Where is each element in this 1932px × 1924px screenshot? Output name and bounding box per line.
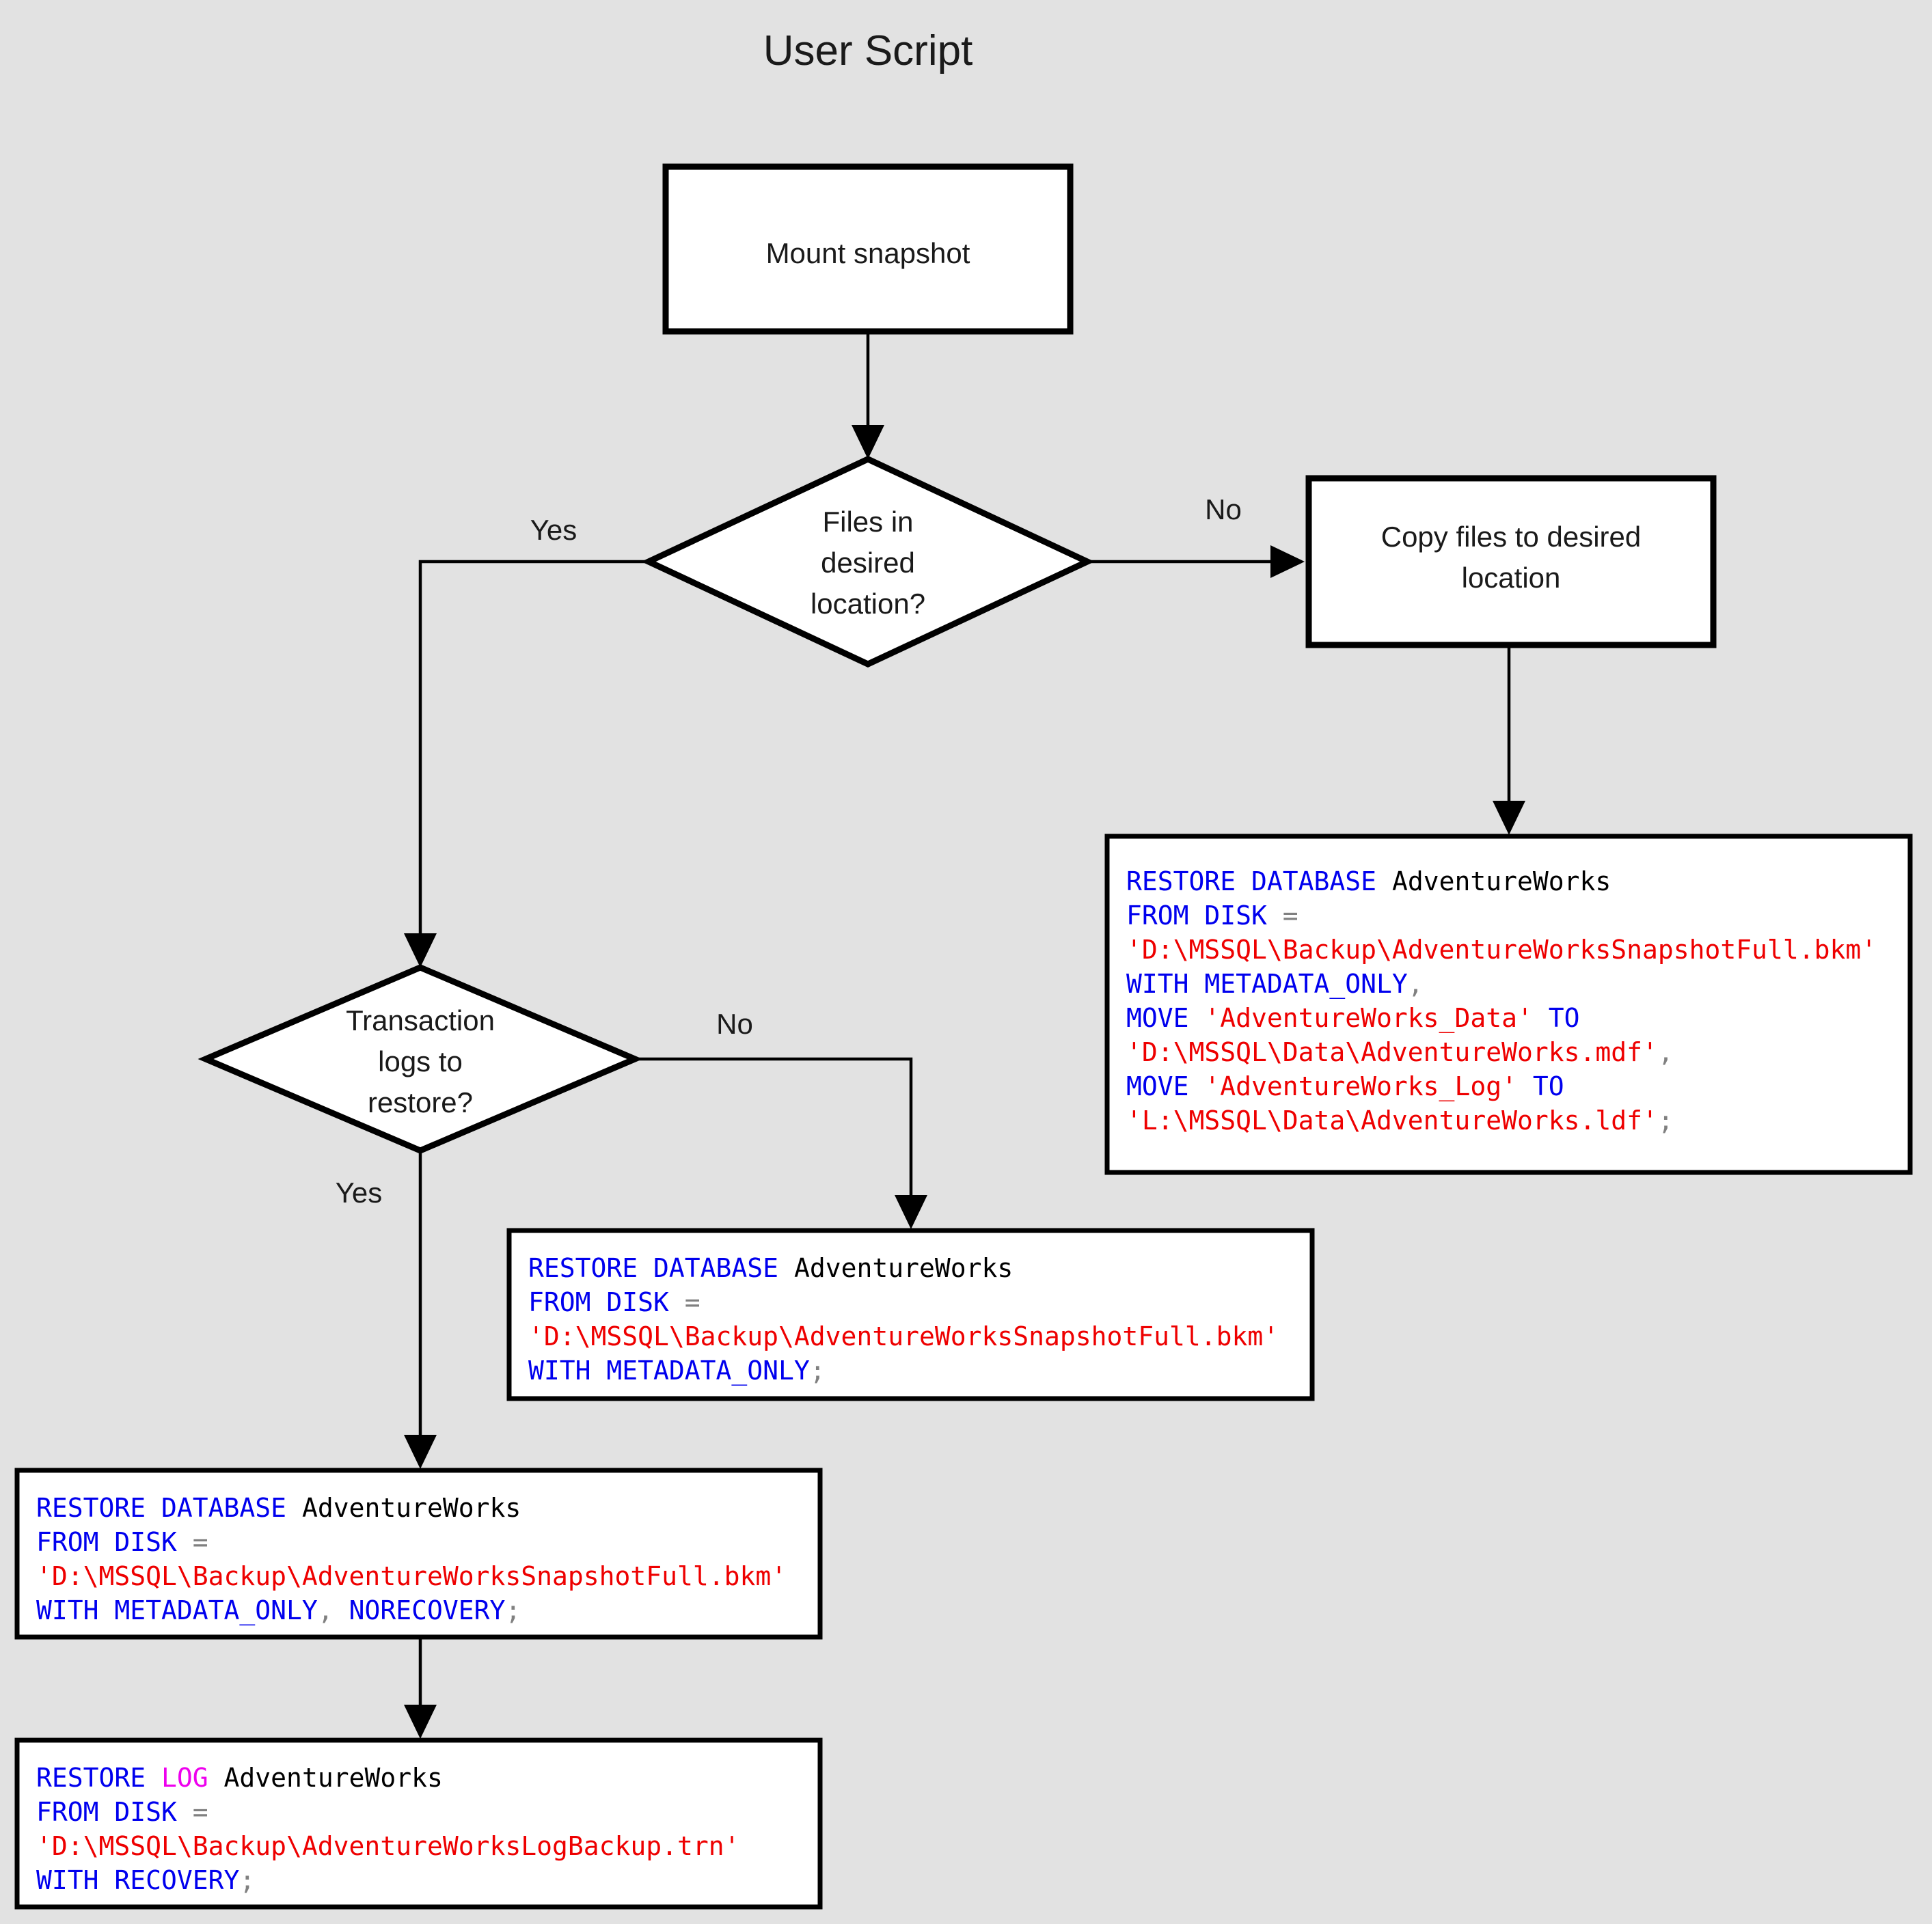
code-line: MOVE 'AdventureWorks_Log' TO — [1126, 1071, 1564, 1102]
edge-mount-to-files-arrowhead — [852, 425, 884, 459]
code-line: 'L:\MSSQL\Data\AdventureWorks.ldf'; — [1126, 1105, 1674, 1136]
code-line: FROM DISK = — [36, 1527, 208, 1557]
code-block-restore-log[interactable] — [14, 1737, 823, 1910]
edge-label-logs-yes: Yes — [336, 1177, 383, 1209]
node-mount-snapshot[interactable] — [662, 163, 1074, 335]
edge-norecovery-to-log-arrowhead — [404, 1705, 437, 1739]
node-transaction-logs-line-0: Transaction — [346, 1004, 495, 1036]
code-line: WITH METADATA_ONLY; — [528, 1356, 826, 1386]
code-line: 'D:\MSSQL\Backup\AdventureWorksLogBackup… — [36, 1831, 740, 1861]
edge-copy-to-restore-move-arrowhead — [1493, 801, 1525, 835]
node-files-in-location-line-1: desired — [821, 547, 915, 579]
code-line: WITH METADATA_ONLY, NORECOVERY; — [36, 1595, 521, 1626]
code-line: RESTORE LOG AdventureWorks — [36, 1763, 443, 1793]
edge-logs-no-arrowhead — [895, 1195, 927, 1229]
edge-logs-no — [635, 1057, 913, 1213]
node-files-in-location-line-2: location? — [811, 588, 925, 620]
node-copy-files[interactable] — [1305, 475, 1717, 648]
code-line: RESTORE DATABASE AdventureWorks — [1126, 866, 1611, 896]
edge-logs-yes-arrowhead — [404, 1435, 437, 1469]
code-line: RESTORE DATABASE AdventureWorks — [36, 1493, 521, 1523]
code-line: WITH RECOVERY; — [36, 1865, 255, 1895]
node-files-in-location[interactable] — [641, 456, 1095, 668]
code-line: WITH METADATA_ONLY, — [1126, 969, 1424, 1000]
node-files-in-location-line-0: Files in — [822, 506, 913, 538]
edge-label-files-no: No — [1205, 493, 1242, 525]
edge-files-yes — [418, 560, 649, 951]
code-block-restore-metadata-only[interactable] — [506, 1228, 1315, 1401]
code-line: 'D:\MSSQL\Data\AdventureWorks.mdf', — [1126, 1037, 1674, 1067]
node-mount-snapshot-label: Mount snapshot — [766, 237, 970, 269]
code-line: RESTORE DATABASE AdventureWorks — [528, 1253, 1013, 1283]
code-line: FROM DISK = — [36, 1797, 208, 1827]
code-line: MOVE 'AdventureWorks_Data' TO — [1126, 1003, 1579, 1034]
code-line: 'D:\MSSQL\Backup\AdventureWorksSnapshotF… — [36, 1561, 787, 1591]
edge-label-logs-no: No — [716, 1008, 753, 1040]
code-line: FROM DISK = — [1126, 901, 1298, 931]
edge-label-files-yes: Yes — [530, 514, 577, 546]
code-line: 'D:\MSSQL\Backup\AdventureWorksSnapshotF… — [528, 1321, 1279, 1351]
code-block-restore-database-with-move[interactable] — [1104, 834, 1913, 1175]
node-transaction-logs-line-2: restore? — [368, 1086, 473, 1118]
edge-files-no-arrowhead — [1270, 545, 1305, 578]
node-copy-files-line-1: location — [1462, 562, 1561, 594]
page-title: User Script — [763, 27, 973, 74]
code-block-restore-norecovery[interactable] — [14, 1468, 823, 1640]
edge-files-yes-arrowhead — [404, 933, 437, 967]
code-line: FROM DISK = — [528, 1287, 700, 1317]
node-copy-files-line-0: Copy files to desired — [1381, 521, 1642, 553]
code-line: 'D:\MSSQL\Backup\AdventureWorksSnapshotF… — [1126, 935, 1877, 965]
node-transaction-logs-line-1: logs to — [378, 1045, 463, 1077]
